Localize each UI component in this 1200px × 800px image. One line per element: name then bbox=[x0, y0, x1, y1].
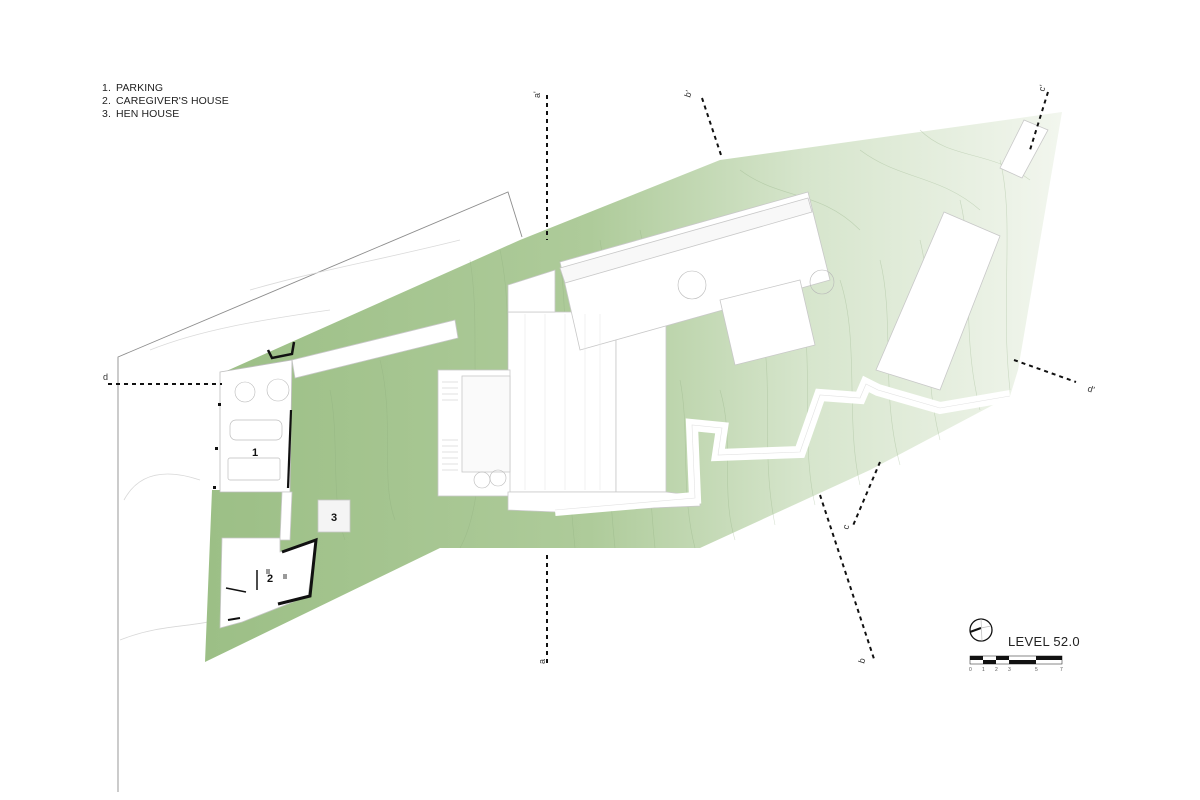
section-marker-c-top: c' bbox=[1036, 83, 1048, 92]
scale-tick-0: 0 bbox=[969, 667, 972, 673]
section-marker-b-top: b' bbox=[682, 89, 694, 99]
section-marker-d-right: d' bbox=[1086, 383, 1096, 395]
scale-tick-5: 5 bbox=[1035, 667, 1038, 673]
legend-label: CAREGIVER'S HOUSE bbox=[116, 95, 229, 107]
scale-tick-7: 7 bbox=[1060, 667, 1063, 673]
legend-item: 2. CAREGIVER'S HOUSE bbox=[102, 95, 229, 108]
scale-tick-1: 1 bbox=[982, 667, 985, 673]
walls bbox=[225, 341, 318, 621]
property-boundary bbox=[117, 191, 523, 792]
section-lines bbox=[108, 91, 1077, 665]
scale-tick-2: 2 bbox=[995, 667, 998, 673]
section-marker-a-top: a' bbox=[532, 91, 542, 98]
stairs bbox=[442, 381, 458, 471]
label-parking: 1 bbox=[252, 447, 258, 459]
north-arrow-icon bbox=[969, 618, 993, 642]
car-icons bbox=[227, 419, 283, 481]
section-marker-c-bottom: c bbox=[840, 523, 851, 531]
scale-bar: 0 1 2 3 5 7 bbox=[969, 655, 1063, 673]
section-marker-a-bottom: a bbox=[537, 659, 547, 664]
legend-number: 1. bbox=[102, 82, 111, 94]
legend-label: PARKING bbox=[116, 82, 164, 94]
section-marker-d-left: d bbox=[103, 372, 108, 382]
label-caregivers-house: 2 bbox=[267, 573, 273, 585]
legend: 1. PARKING 2. CAREGIVER'S HOUSE 3. HEN H… bbox=[102, 82, 229, 121]
legend-item: 3. HEN HOUSE bbox=[102, 108, 229, 121]
tree-icons bbox=[234, 269, 835, 489]
level-label: LEVEL 52.0 bbox=[1008, 634, 1080, 649]
section-marker-b-bottom: b bbox=[856, 657, 867, 665]
legend-number: 3. bbox=[102, 108, 111, 120]
scale-tick-3: 3 bbox=[1008, 667, 1011, 673]
label-hen-house: 3 bbox=[331, 512, 337, 524]
legend-label: HEN HOUSE bbox=[116, 108, 180, 120]
buildings bbox=[219, 119, 1049, 629]
legend-number: 2. bbox=[102, 95, 111, 107]
legend-item: 1. PARKING bbox=[102, 82, 229, 95]
